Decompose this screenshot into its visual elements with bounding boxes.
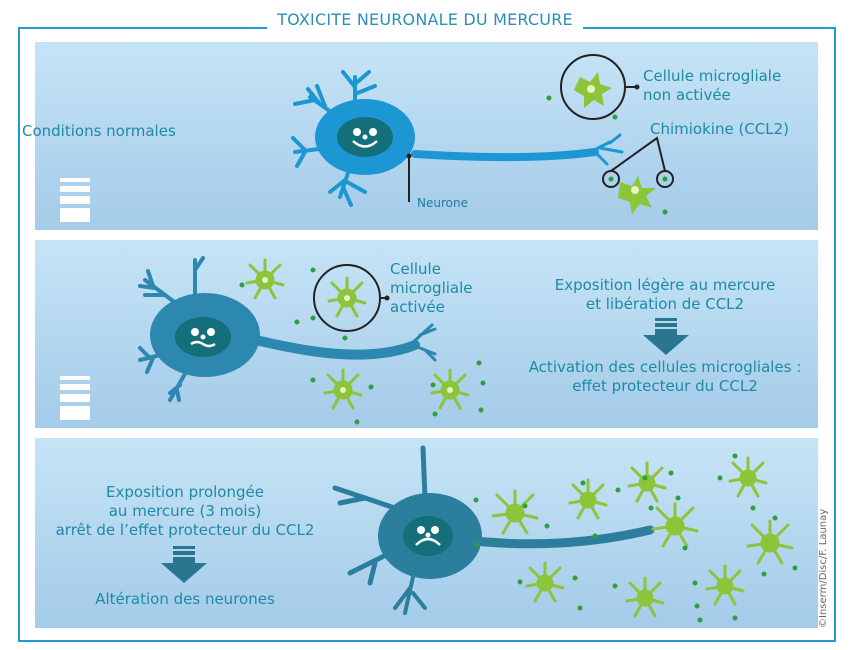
chemokine-callout [602, 136, 674, 188]
panel-light-exposure-art [138, 256, 689, 425]
microglia-centers [262, 277, 453, 393]
face-worried-icon [190, 328, 216, 348]
panel-normal-art [291, 54, 674, 215]
label-chemokine: Chimiokine (CCL2) [650, 120, 790, 138]
panel-light-exposure: Cellule microgliale activée Exposition l… [35, 240, 818, 488]
effect-line1: Activation des cellules microgliales : [528, 358, 802, 376]
label-microglia-activated-line3: activée [390, 298, 445, 316]
label-microglia-activated: Cellule microgliale activée [390, 260, 473, 317]
label-conditions-normales: Conditions normales [22, 122, 176, 140]
chemokine-dots [473, 453, 798, 623]
effect-line2: effet protecteur du CCL2 [572, 377, 758, 395]
activated-microglia-cluster [491, 456, 794, 618]
panel-prolonged-exposure: Exposition prolongée au mercure (3 mois)… [35, 438, 818, 628]
label-microglia-activated-line1: Cellule [390, 260, 441, 278]
cause-effect-arrow-icon [161, 546, 207, 583]
label-neurone: Neurone [417, 196, 468, 210]
title-bar: TOXICITE NEURONALE DU MERCURE [0, 10, 850, 29]
cause-line1: Exposition prolongée [106, 483, 264, 501]
text-light-exposure-cause: Exposition légère au mercure et libérati… [515, 276, 815, 314]
image-credit: ©Inserm/Disc/F. Launay [818, 508, 829, 628]
text-prolonged-exposure-cause: Exposition prolongée au mercure (3 mois)… [35, 483, 335, 540]
cause-line2: et libération de CCL2 [585, 295, 745, 313]
microglia-resting-callout [560, 54, 640, 120]
cause-effect-arrow-icon [643, 318, 689, 355]
microglia-activated-callout [313, 264, 390, 332]
panel-normal-conditions: Conditions normales Neurone Cellule micr… [22, 42, 818, 290]
cause-line1: Exposition légère au mercure [554, 276, 776, 294]
label-microglia-resting-line2: non activée [643, 86, 731, 104]
text-light-exposure-effect: Activation des cellules microgliales : e… [505, 358, 825, 396]
label-microglia-resting-line1: Cellule microgliale [643, 67, 782, 85]
cause-line3: arrêt de l’effet protecteur du CCL2 [55, 521, 315, 539]
microglia-resting [618, 176, 656, 214]
chemokine-dots [546, 95, 668, 215]
face-sad-icon [415, 526, 441, 546]
diagram-title: TOXICITE NEURONALE DU MERCURE [267, 10, 583, 29]
text-prolonged-exposure-effect: Altération des neurones [95, 590, 275, 608]
label-microglia-resting: Cellule microgliale non activée [643, 67, 781, 105]
neuron-altered [332, 445, 655, 615]
panel-prolonged-exposure-art [161, 445, 798, 623]
face-happy-icon [352, 128, 378, 148]
chemokine-dots [239, 267, 486, 425]
label-microglia-activated-line2: microgliale [390, 279, 473, 297]
cause-line2: au mercure (3 mois) [108, 502, 262, 520]
